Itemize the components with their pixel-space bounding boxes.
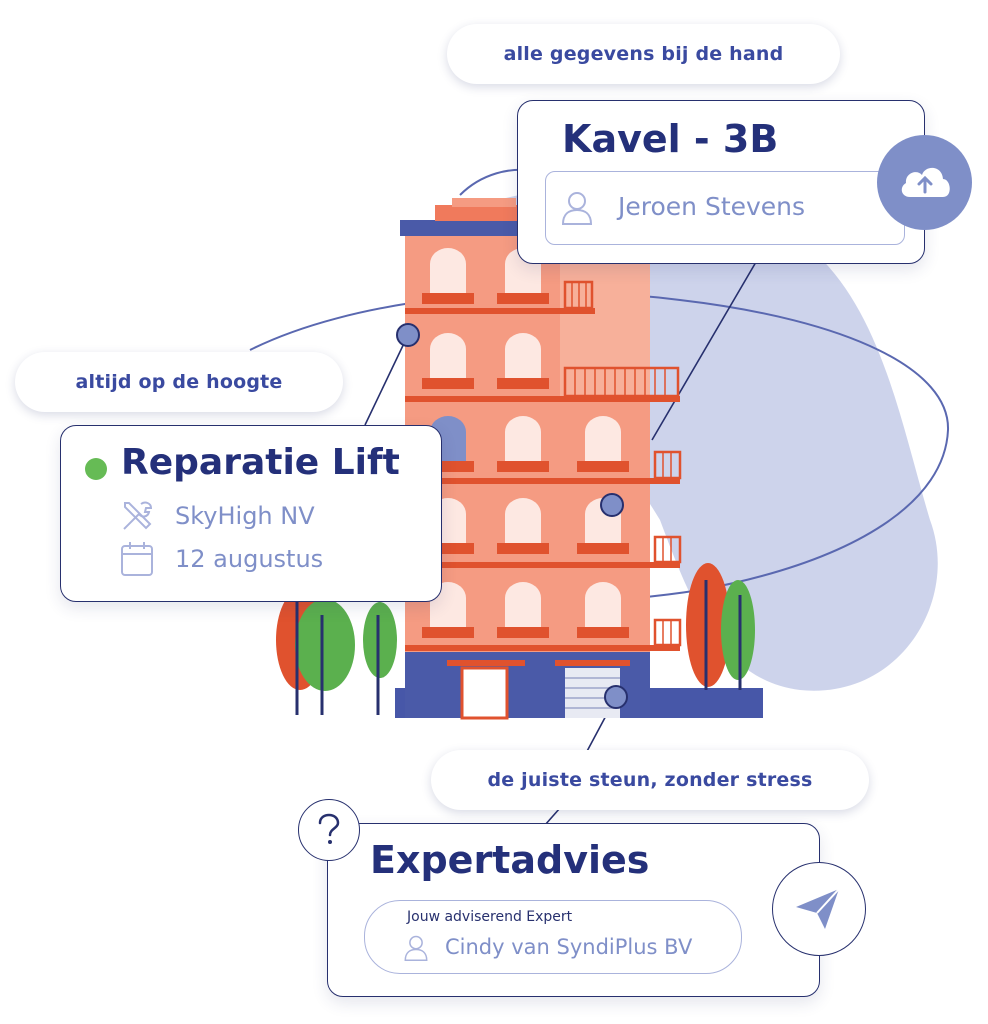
question-icon — [318, 813, 340, 844]
window — [585, 416, 621, 461]
repair-title: Reparatie Lift — [121, 442, 400, 483]
label-pill-text: altijd op de hoogte — [75, 371, 283, 393]
window-sill — [497, 627, 549, 638]
window-sill — [422, 293, 474, 304]
label-pill-text: de juiste steun, zonder stress — [487, 769, 813, 791]
label-pill-text: alle gegevens bij de hand — [503, 43, 784, 65]
expert-name: Cindy van SyndiPlus BV — [445, 935, 693, 959]
window — [505, 333, 541, 378]
connector-dot — [604, 685, 628, 709]
window-sill — [497, 378, 549, 389]
help-button[interactable] — [298, 799, 360, 861]
roof-top — [435, 205, 517, 221]
cloud-upload-icon — [901, 167, 950, 197]
window-sill — [422, 627, 474, 638]
window — [585, 582, 621, 627]
cloud-upload-button[interactable] — [877, 135, 972, 230]
connector-dot — [396, 323, 420, 347]
expert-card[interactable]: Expertadvies Jouw adviserend Expert Cind… — [327, 823, 820, 997]
roof — [400, 220, 518, 236]
repair-date: 12 augustus — [175, 545, 324, 573]
window-sill — [577, 627, 629, 638]
window-sill — [497, 461, 549, 472]
user-icon — [404, 935, 428, 961]
window — [505, 582, 541, 627]
label-pill-updates: altijd op de hoogte — [15, 352, 343, 412]
window-sill — [497, 293, 549, 304]
user-icon — [561, 192, 593, 225]
door — [460, 666, 509, 720]
expert-caption: Jouw adviserend Expert — [407, 909, 573, 925]
send-icon — [796, 888, 840, 929]
status-dot — [85, 458, 107, 480]
canopy — [555, 660, 630, 666]
tools-icon — [123, 501, 153, 530]
window-sill — [577, 461, 629, 472]
kavel-owner-name: Jeroen Stevens — [618, 192, 806, 221]
window-sill — [422, 378, 474, 389]
repair-company-row: SkyHigh NV — [119, 498, 315, 534]
trees-right — [686, 563, 755, 690]
window — [430, 248, 466, 293]
window-sill — [422, 461, 474, 472]
window-sill — [422, 543, 474, 554]
label-pill-data: alle gegevens bij de hand — [447, 24, 840, 84]
repair-company: SkyHigh NV — [175, 502, 315, 530]
label-pill-support: de juiste steun, zonder stress — [431, 750, 869, 810]
connector-line — [544, 807, 561, 826]
expert-title: Expertadvies — [370, 838, 650, 882]
connector-dot — [600, 493, 624, 517]
expert-field[interactable]: Jouw adviserend Expert Cindy van SyndiPl… — [364, 900, 742, 974]
repair-date-row: 12 augustus — [119, 540, 323, 578]
send-button[interactable] — [772, 862, 866, 956]
window — [430, 333, 466, 378]
kavel-card[interactable]: Kavel - 3B Jeroen Stevens — [517, 100, 925, 264]
kavel-title: Kavel - 3B — [562, 117, 779, 161]
repair-card[interactable]: Reparatie Lift SkyHigh NV 12 augustus — [60, 425, 442, 602]
window — [505, 498, 541, 543]
connector-line — [364, 334, 409, 426]
kavel-owner-field[interactable]: Jeroen Stevens — [545, 171, 905, 245]
window-sill — [497, 543, 549, 554]
connector-line — [651, 261, 757, 441]
window-sill — [577, 543, 629, 554]
window — [505, 416, 541, 461]
canopy — [447, 660, 525, 666]
calendar-icon — [121, 542, 153, 576]
roof-cap — [452, 198, 516, 207]
windows — [422, 248, 629, 638]
trees-left — [276, 590, 397, 715]
